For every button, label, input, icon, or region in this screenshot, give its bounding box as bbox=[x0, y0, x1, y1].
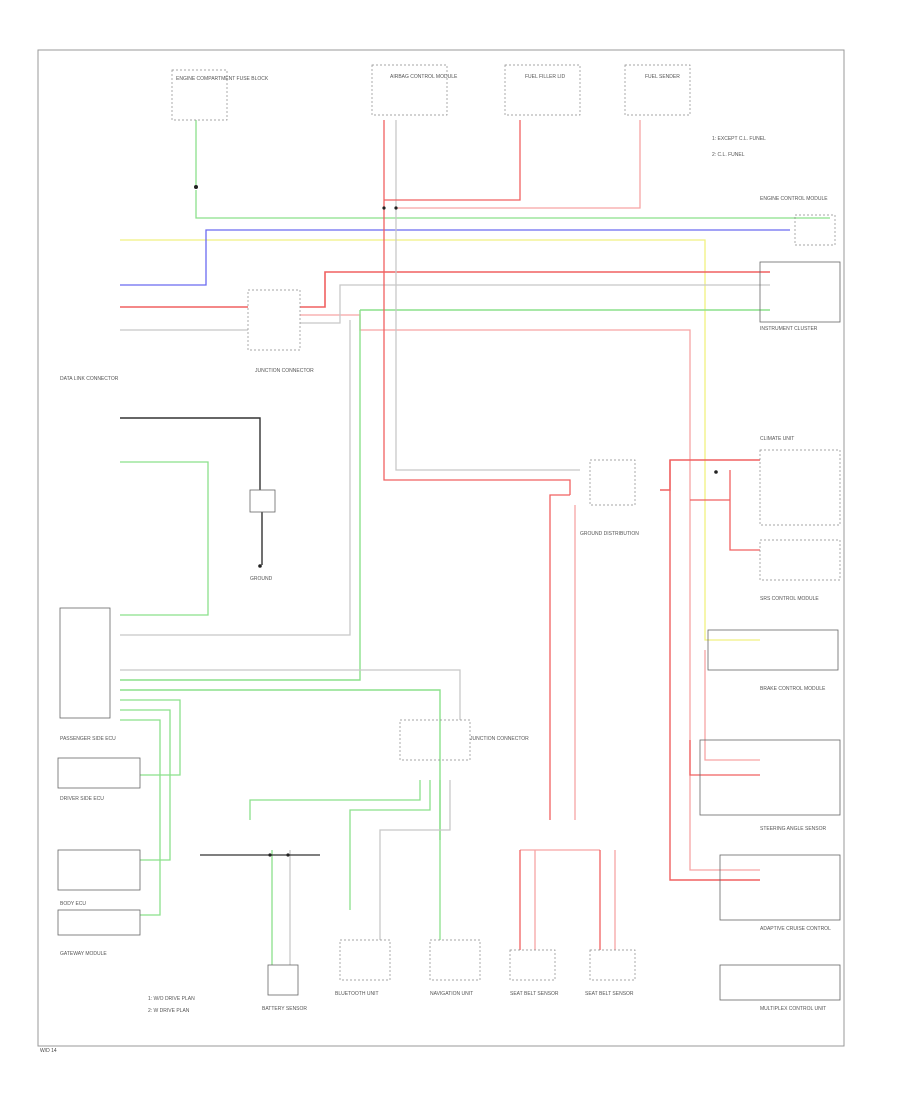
wire-green-bottom-2 bbox=[349, 780, 431, 910]
wire-red-vert-1 bbox=[383, 120, 571, 495]
wire-group bbox=[120, 120, 830, 965]
right-module-1-box bbox=[794, 214, 836, 246]
pin bbox=[382, 206, 386, 210]
left-module-2-label: PASSENGER SIDE ECU bbox=[60, 736, 116, 742]
left-junction-label: JUNCTION CONNECTOR bbox=[255, 368, 314, 374]
bottom-module-4-box bbox=[509, 949, 556, 981]
airbag-module-box bbox=[371, 64, 448, 116]
connector-pins bbox=[194, 185, 718, 857]
pin bbox=[258, 564, 262, 568]
ground-box bbox=[249, 489, 276, 513]
wire-green-left-3 bbox=[120, 689, 441, 840]
left-module-2-box bbox=[57, 757, 141, 789]
right-module-2-label: INSTRUMENT CLUSTER bbox=[760, 326, 818, 332]
wire-black-ground bbox=[120, 417, 261, 490]
center-module-box bbox=[399, 719, 471, 761]
left-module-5-label: GATEWAY MODULE bbox=[60, 951, 107, 957]
ground-label: GROUND bbox=[250, 576, 273, 582]
bottom-module-4-label: SEAT BELT SENSOR bbox=[510, 991, 559, 997]
wire-red-top bbox=[384, 120, 521, 201]
legend-item-1: 1: EXCEPT C.L. FUNEL bbox=[712, 136, 766, 142]
fuse-block-label: ENGINE COMPARTMENT FUSE BLOCK bbox=[176, 76, 269, 82]
wire-gray-left bbox=[120, 320, 351, 636]
page-code: W/D 14 bbox=[40, 1048, 57, 1054]
fuel-sender-box bbox=[624, 64, 691, 116]
diagram-frame bbox=[37, 49, 845, 1047]
pin bbox=[714, 470, 718, 474]
center-ground-label: GROUND DISTRIBUTION bbox=[580, 531, 639, 537]
right-module-3-label: CLIMATE UNIT bbox=[760, 436, 794, 442]
wire-red-right-loop bbox=[660, 459, 760, 491]
wire-red-right bbox=[300, 271, 770, 308]
left-module-1-box bbox=[59, 607, 111, 719]
right-module-6-label: STEERING ANGLE SENSOR bbox=[760, 826, 827, 832]
right-module-7-label: ADAPTIVE CRUISE CONTROL bbox=[760, 926, 831, 932]
right-module-5-box bbox=[707, 629, 839, 671]
airbag-module-label: AIRBAG CONTROL MODULE bbox=[390, 74, 458, 80]
fuel-lid-box bbox=[504, 64, 581, 116]
right-module-2-box bbox=[759, 261, 841, 323]
right-module-1-label: ENGINE CONTROL MODULE bbox=[760, 196, 828, 202]
wire-green-left-2 bbox=[120, 310, 361, 681]
bottom-module-1-label: BATTERY SENSOR bbox=[262, 1006, 307, 1012]
wire-blue bbox=[120, 229, 790, 286]
left-module-3-box bbox=[57, 849, 141, 891]
wire-red-down bbox=[549, 494, 570, 820]
pin bbox=[194, 185, 198, 189]
bottom-module-2-box bbox=[339, 939, 391, 981]
bottom-module-5-box bbox=[589, 949, 636, 981]
wire-green-left-1 bbox=[120, 461, 209, 616]
fuel-sender-label: FUEL SENDER bbox=[645, 74, 680, 80]
wire-green-left-5 bbox=[120, 709, 171, 861]
bottom-module-2-label: BLUETOOTH UNIT bbox=[335, 991, 379, 997]
wire-green-bottom-1 bbox=[249, 780, 421, 820]
pin bbox=[286, 853, 290, 857]
wire-green-long bbox=[195, 190, 830, 219]
wire-red-right-loop-2 bbox=[669, 460, 760, 881]
wire-green-left-4 bbox=[120, 699, 181, 776]
wire-gray-vert bbox=[395, 120, 580, 471]
component-group: ENGINE COMPARTMENT FUSE BLOCK AIRBAG CON… bbox=[57, 64, 841, 1014]
legend-bottom-2: 2: W DRIVE PLAN bbox=[148, 1008, 190, 1014]
fuse-block-box bbox=[171, 69, 228, 121]
bottom-module-5-label: SEAT BELT SENSOR bbox=[585, 991, 634, 997]
legend-item-2: 2: C.L. FUNEL bbox=[712, 152, 745, 158]
wire-gray-left-2 bbox=[120, 669, 461, 720]
right-module-6-box bbox=[699, 739, 841, 816]
wire-green-left-6 bbox=[120, 719, 161, 916]
center-ground-box bbox=[589, 459, 636, 506]
legend-bottom-1: 1: W/O DRIVE PLAN bbox=[148, 996, 195, 1002]
left-junction-box bbox=[247, 289, 301, 351]
wire-pink-right-mid bbox=[704, 650, 760, 761]
left-module-4-label: BODY ECU bbox=[60, 901, 86, 907]
bottom-module-3-box bbox=[429, 939, 481, 981]
bottom-module-3-label: NAVIGATION UNIT bbox=[430, 991, 473, 997]
left-module-3-label: DRIVER SIDE ECU bbox=[60, 796, 104, 802]
right-module-4-label: SRS CONTROL MODULE bbox=[760, 596, 819, 602]
center-module-label: JUNCTION CONNECTOR bbox=[470, 736, 529, 742]
right-module-7-box bbox=[719, 854, 841, 921]
right-bottom-label: MULTIPLEX CONTROL UNIT bbox=[760, 1006, 826, 1012]
pin bbox=[394, 206, 398, 210]
right-bottom-box bbox=[719, 964, 841, 1001]
left-module-1-label: DATA LINK CONNECTOR bbox=[60, 376, 119, 382]
bottom-module-1-box bbox=[267, 964, 299, 996]
fuel-lid-label: FUEL FILLER LID bbox=[525, 74, 565, 80]
wire-gray-bottom bbox=[379, 780, 451, 940]
wire-gray-1 bbox=[300, 284, 770, 324]
wire-red-right-loop-3 bbox=[729, 470, 760, 551]
left-module-4-box bbox=[57, 909, 141, 936]
right-module-3-box bbox=[759, 449, 841, 526]
wire-pink-top bbox=[396, 120, 641, 209]
wire-red-right-mid bbox=[689, 740, 760, 776]
pin bbox=[268, 853, 272, 857]
wire-yellow bbox=[120, 239, 760, 641]
right-module-4-box bbox=[759, 539, 841, 581]
right-module-5-label: BRAKE CONTROL MODULE bbox=[760, 686, 826, 692]
wire-pink-1 bbox=[300, 314, 760, 871]
